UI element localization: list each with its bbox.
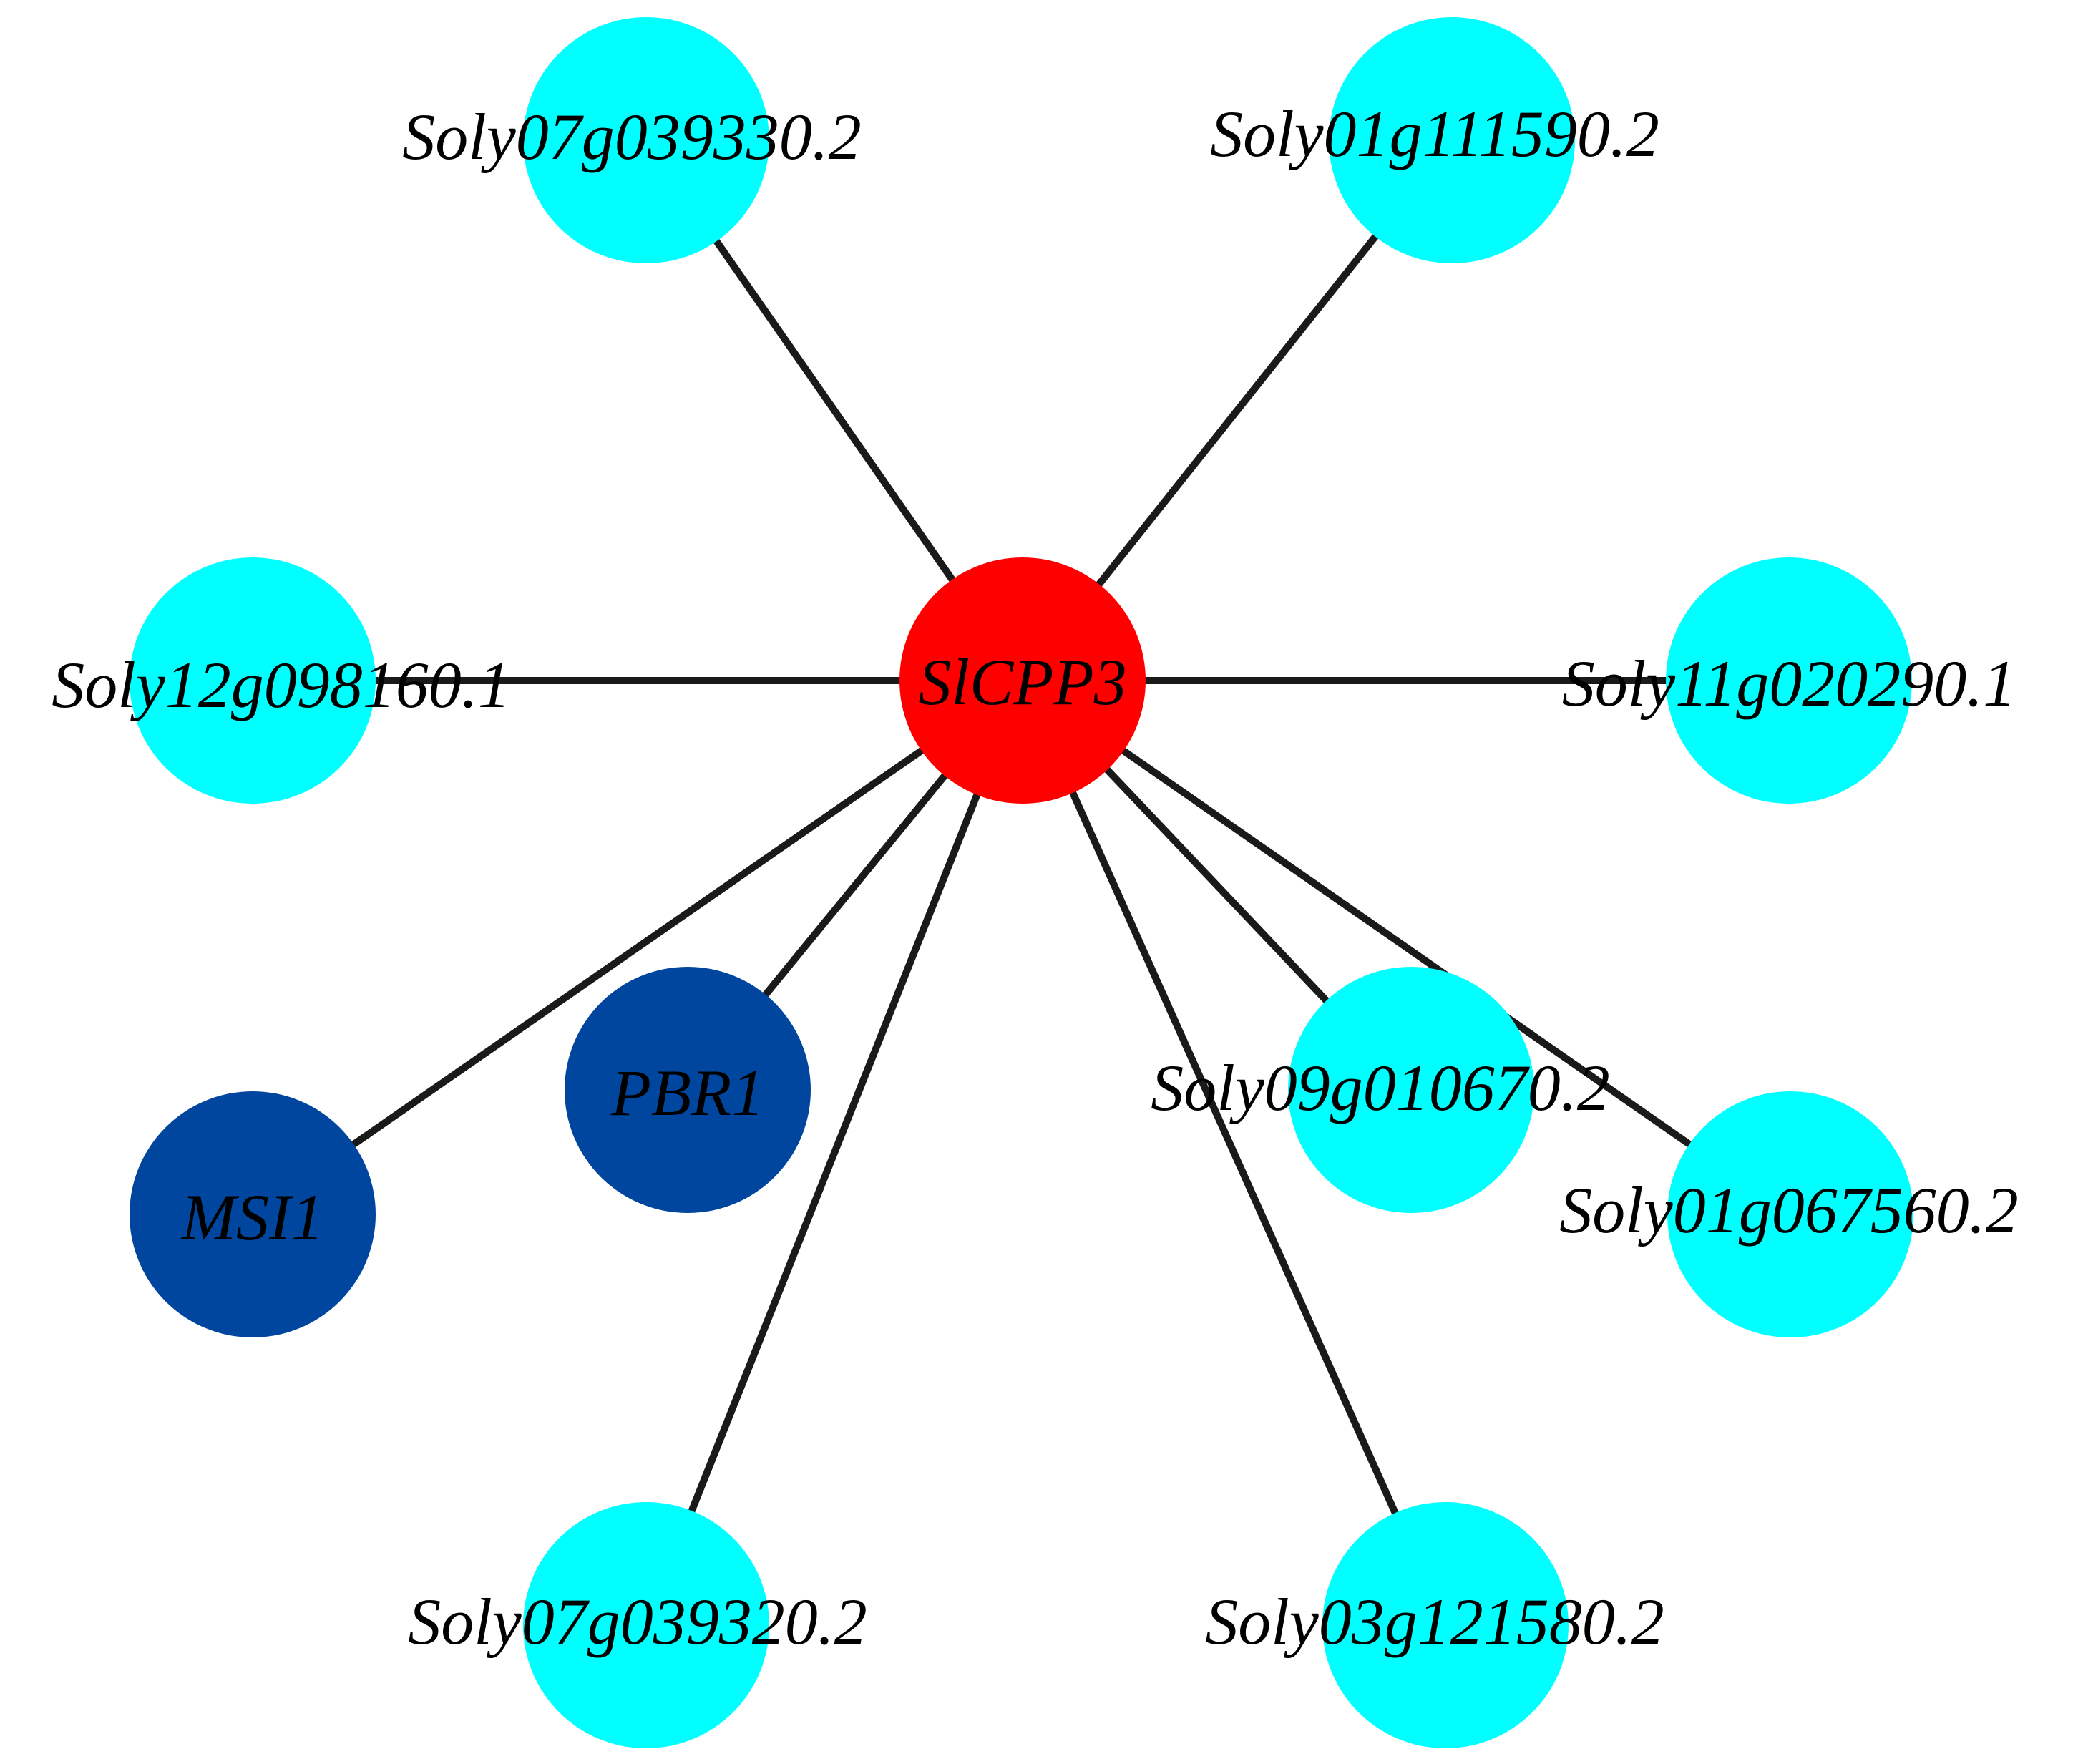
node-label-soly01g111590-2: Soly01g111590.2 [1210,97,1659,170]
node-label-msi1: MSI1 [180,1181,323,1254]
node-soly07g039320-2 [523,1502,769,1748]
node-soly03g121580-2 [1322,1502,1569,1748]
edge-slcpp3-soly07g039320-2 [643,679,1026,1627]
edges-layer [250,137,1792,1627]
node-soly11g020290-1 [1666,557,1912,804]
node-pbr1 [565,967,811,1213]
edge-slcpp3-soly03g121580-2 [1019,678,1449,1627]
node-label-soly01g067560-2: Soly01g067560.2 [1559,1174,2018,1247]
node-slcpp3 [899,557,1146,804]
node-label-soly07g039320-2: Soly07g039320.2 [408,1585,867,1658]
edge-slcpp3-msi1 [250,677,1025,1218]
node-soly07g039330-2 [523,17,769,263]
node-label-soly07g039330-2: Soly07g039330.2 [402,100,861,173]
edge-slcpp3-soly01g067560-2 [1020,677,1792,1218]
node-soly12g098160-1 [130,557,376,804]
node-label-soly09g010670-2: Soly09g010670.2 [1151,1051,1609,1124]
node-label-soly12g098160-1: Soly12g098160.1 [52,648,510,721]
node-soly09g010670-2 [1288,967,1534,1213]
node-label-pbr1: PBR1 [610,1056,765,1129]
node-label-slcpp3: SlCPP3 [918,645,1126,718]
node-msi1 [130,1091,376,1337]
labels-layer: SlCPP3 Soly07g039330.2 Soly01g111590.2Soly… [52,97,2018,1658]
nodes-layer [130,17,1913,1748]
node-soly01g067560-2 [1667,1091,1913,1337]
node-label-soly03g121580-2: Soly03g121580.2 [1205,1585,1664,1658]
node-label-soly11g020290-1: Soly11g020290.1 [1562,647,2016,720]
node-soly01g111590-2 [1329,17,1575,263]
